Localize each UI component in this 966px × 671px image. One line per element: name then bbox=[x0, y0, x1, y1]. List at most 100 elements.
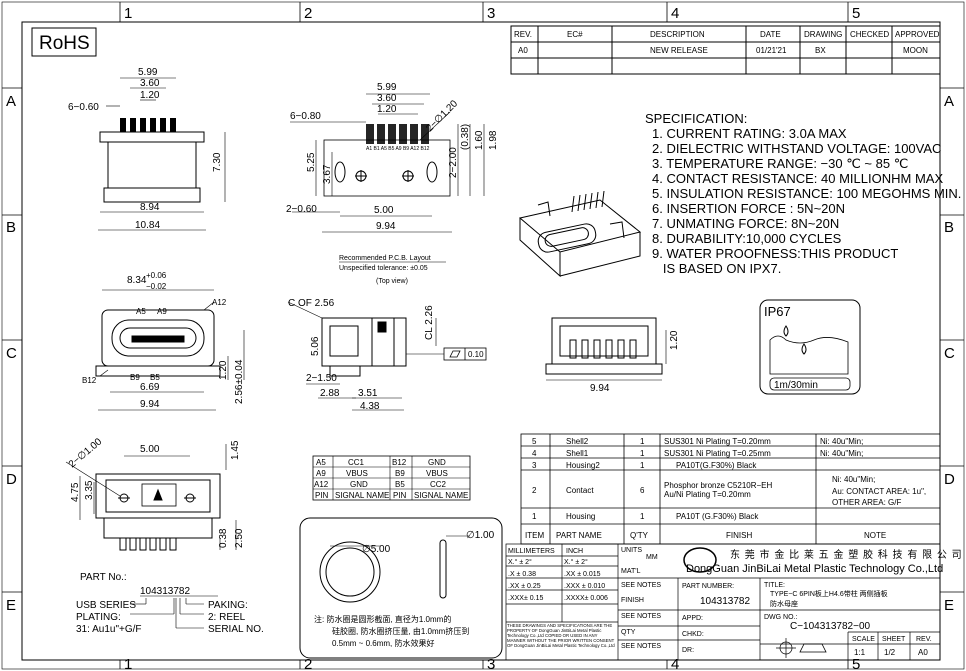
rev-header-description: DESCRIPTION bbox=[650, 30, 705, 39]
bom-r3-finish: PA10T(G.F30%) Black bbox=[676, 461, 757, 470]
specification: SPECIFICATION: 1. CURRENT RATING: 3.0A M… bbox=[645, 111, 961, 276]
dim-9-94-b: 9.94 bbox=[140, 399, 160, 410]
dim-5-99-a: 5.99 bbox=[138, 67, 158, 78]
dim-1-20-b: 1.20 bbox=[377, 104, 397, 115]
dim-2-1-50: 2−1.50 bbox=[306, 373, 337, 384]
zone-row-d: D bbox=[6, 471, 17, 488]
dim-3-67: 3.67 bbox=[322, 164, 333, 184]
dim-2-56: 2.56±0.04 bbox=[234, 359, 245, 404]
revision-table: REV. EC# DESCRIPTION DATE DRAWING CHECKE… bbox=[510, 25, 941, 75]
matl-label: MAT'L bbox=[621, 568, 641, 575]
signal-r1-c2: CC1 bbox=[348, 458, 365, 467]
zone-row-c-right: C bbox=[944, 345, 955, 362]
rohs-box bbox=[31, 27, 97, 57]
signal-r2-c1: A9 bbox=[316, 469, 326, 478]
part-no-value: 104313782 bbox=[140, 586, 190, 597]
dim-9-94-a: 9.94 bbox=[376, 221, 396, 232]
pcb-pin-labels: A1 B1 A5 B5 A9 B9 A12 B12 bbox=[366, 146, 430, 152]
dim-9-94-c: 9.94 bbox=[590, 383, 610, 394]
zone-col-1-bottom: 1 bbox=[124, 656, 132, 671]
tol-inch-1: X.° ± 2° bbox=[564, 558, 588, 566]
finish-value: SEE NOTES bbox=[621, 613, 661, 620]
zone-col-3: 3 bbox=[487, 5, 495, 22]
title-line-1: TYPE−C 6PIN板上H4.6带柱 两侧插板 bbox=[770, 589, 888, 598]
rev-value-rev: A0 bbox=[518, 46, 528, 55]
signal-r1-c1: A5 bbox=[316, 458, 326, 467]
dim-7-30: 7.30 bbox=[212, 152, 223, 172]
zone-col-4: 4 bbox=[671, 5, 679, 22]
pin-b9: B9 bbox=[130, 373, 140, 382]
bom-r2-note: Ni: 40u"Min; bbox=[832, 475, 875, 484]
dim-c-of-2-56: C OF 2.56 bbox=[288, 298, 335, 309]
rev-value-drawing: BX bbox=[815, 46, 826, 55]
pcb-caption-2: Unspecified tolerance: ±0.05 bbox=[339, 265, 428, 272]
dim-0-38-b: 0.38 bbox=[218, 528, 229, 548]
pin-a5: A5 bbox=[136, 307, 146, 316]
part-number-label: PART NUMBER: bbox=[682, 583, 734, 590]
zone-col-1: 1 bbox=[124, 5, 132, 22]
side-view-top-left: 5.99 3.60 1.20 6−0.60 8.94 10.84 7.30 bbox=[68, 67, 226, 231]
spec-item-6: 6. INSERTION FORCE : 5N~20N bbox=[652, 201, 845, 216]
bom-r2-name: Contact bbox=[566, 486, 594, 495]
gasket-ring-icon bbox=[319, 541, 381, 603]
rev-value-approved: MOON bbox=[903, 46, 928, 55]
signal-r3-c3: B5 bbox=[395, 480, 405, 489]
bom-r3-name: Housing2 bbox=[566, 461, 600, 470]
scale-header: SCALE bbox=[852, 636, 875, 643]
connector-3d-view bbox=[518, 190, 642, 278]
dim-cl-2-26: CL 2.26 bbox=[424, 305, 435, 340]
packing-value: 2: REEL bbox=[208, 612, 246, 623]
zone-col-5: 5 bbox=[852, 5, 860, 22]
note-line-3: 0.5mm ~ 0.6mm, 防水效果好 bbox=[332, 638, 434, 648]
bom-header-part-name: PART NAME bbox=[556, 531, 602, 540]
tol-inch-3: .XXX ± 0.010 bbox=[564, 583, 605, 590]
tol-mm-4: .XXX± 0.15 bbox=[508, 595, 543, 602]
sheet-value: 1/2 bbox=[884, 648, 896, 657]
water-drop-icon bbox=[783, 325, 789, 337]
dim-2-dia-1-20: 2−∅1.20 bbox=[424, 98, 460, 134]
inner-border bbox=[21, 21, 941, 661]
rear-view: 9.94 1.20 bbox=[545, 317, 680, 394]
ip67-badge: IP67 1m/30min bbox=[759, 299, 861, 395]
dim-5-99-b: 5.99 bbox=[377, 82, 397, 93]
zone-col-4-bottom: 4 bbox=[671, 656, 679, 671]
side-view-right: C OF 2.56 CL 2.26 5.06 2−1.50 2.88 3.51 … bbox=[287, 298, 487, 412]
rev-value: A0 bbox=[918, 648, 928, 657]
ip-depth: 1m/30min bbox=[774, 380, 818, 391]
zone-row-d-right: D bbox=[944, 471, 955, 488]
spec-item-4: 4. CONTACT RESISTANCE: 40 MILLIONHM MAX bbox=[652, 171, 943, 186]
bom-r2-finish: Phosphor bronze C5210R−EH bbox=[664, 481, 773, 490]
dim-10-84: 10.84 bbox=[135, 220, 160, 231]
serial-no-label: SERIAL NO. bbox=[208, 624, 264, 635]
dim-1-60: 1.60 bbox=[474, 130, 485, 150]
signal-header-pin-1: PIN bbox=[315, 491, 329, 500]
sheet-header: SHEET bbox=[882, 636, 906, 643]
scale-value: 1:1 bbox=[854, 648, 866, 657]
zone-row-b-right: B bbox=[944, 219, 954, 236]
spec-item-1: 1. CURRENT RATING: 3.0A MAX bbox=[652, 126, 847, 141]
rev-header-rev: REV. bbox=[514, 30, 532, 39]
qty-value: SEE NOTES bbox=[621, 643, 661, 650]
packing-label: PAKING: bbox=[208, 600, 248, 611]
title-line-2: 防水母座 bbox=[770, 599, 798, 608]
zone-row-a-right: A bbox=[944, 93, 954, 110]
gasket-note: ∅5.00 ∅1.00 注: 防水圈是圆形截面, 直径为1.0mm的 硅胶圈, … bbox=[299, 517, 503, 659]
bom-r4-finish: SUS301 Ni Plating T=0.25mm bbox=[664, 449, 771, 458]
rohs-label: RoHS bbox=[39, 33, 90, 54]
bom-r4-note: Ni: 40u"Min; bbox=[820, 449, 863, 458]
dim-0-38-ref: (0.38) bbox=[460, 124, 471, 150]
part-number-value: 104313782 bbox=[700, 596, 750, 607]
ip-rating: IP67 bbox=[764, 304, 791, 319]
note-line-1: 注: 防水圈是圆形截面, 直径为1.0mm的 bbox=[314, 614, 451, 624]
pcb-caption-1: Recommended P.C.B. Layout bbox=[339, 255, 431, 262]
dim-8-34: 8.34 bbox=[127, 275, 147, 286]
title-label: TITLE: bbox=[764, 582, 785, 589]
zone-row-b: B bbox=[6, 219, 16, 236]
bom-header-qty: Q'TY bbox=[630, 531, 649, 540]
pin-a12: A12 bbox=[212, 298, 227, 307]
spec-item-5: 5. INSULATION RESISTANCE: 100 MEGOHMS MI… bbox=[652, 186, 961, 201]
dim-3-60-a: 3.60 bbox=[140, 78, 160, 89]
bom-table: 5 Shell2 1 SUS301 Ni Plating T=0.20mm Ni… bbox=[520, 433, 941, 545]
bom-r5-qty: 1 bbox=[640, 437, 645, 446]
